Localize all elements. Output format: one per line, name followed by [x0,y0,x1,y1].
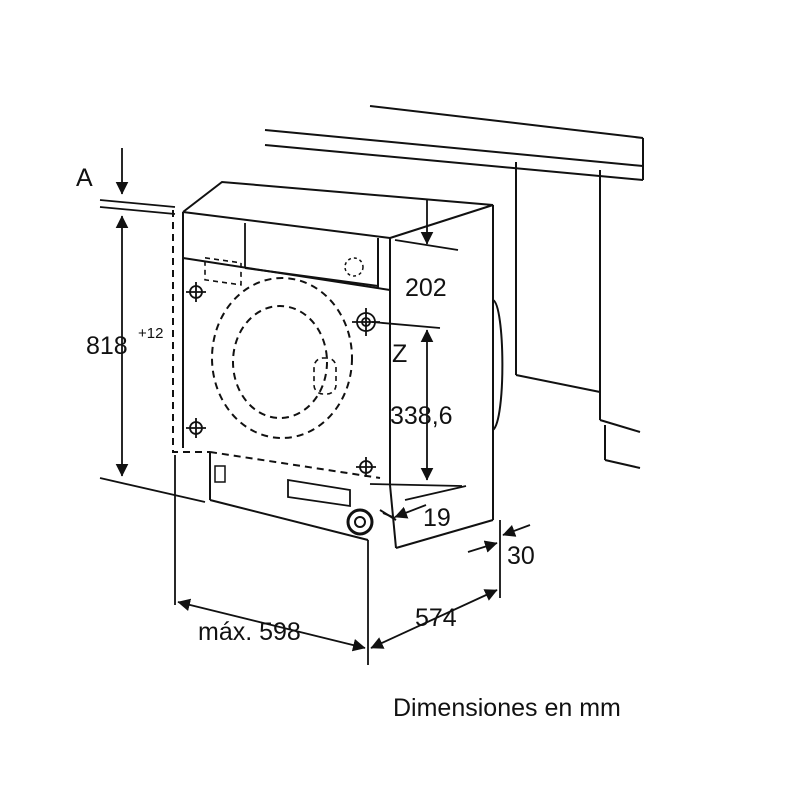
dimension-lines [99,148,531,665]
label-top-offset: 202 [405,274,447,302]
fixing-points [186,282,380,477]
caption: Dimensiones en mm [393,694,621,722]
label-door-depth: 30 [507,542,535,570]
label-z-distance: 338,6 [390,402,453,430]
label-depth: 574 [415,604,457,632]
label-height: 818 [86,332,128,360]
label-z: Z [392,340,407,368]
kitchen-cabinet [264,105,644,469]
label-height-tolerance: +12 [138,325,163,342]
label-bottom-offset: 19 [423,504,451,532]
label-width: máx. 598 [198,618,301,646]
label-a: A [76,164,93,192]
washing-machine [172,180,504,549]
fixing-point [186,282,206,302]
fixing-point [186,418,206,438]
fixing-point [356,457,376,477]
